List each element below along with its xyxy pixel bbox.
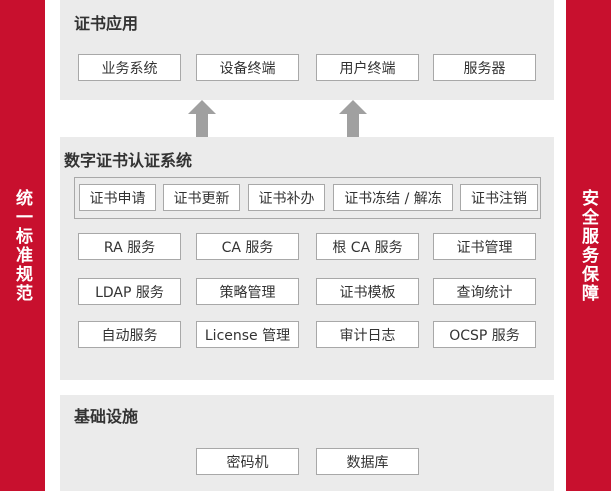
right-side-label: 安全服务保障: [578, 188, 598, 303]
service-root-ca: 根 CA 服务: [316, 233, 419, 260]
lifecycle-item-revoke: 证书注销: [460, 184, 538, 211]
app-item-server: 服务器: [433, 54, 536, 81]
infra-item-crypto-machine: 密码机: [196, 448, 299, 475]
service-audit-log: 审计日志: [316, 321, 419, 348]
app-item-business-system: 业务系统: [78, 54, 181, 81]
service-cert-template: 证书模板: [316, 278, 419, 305]
service-query-statistics: 查询统计: [433, 278, 536, 305]
arrow-up-icon-right: [339, 100, 367, 137]
infra-panel-title: 基础设施: [74, 407, 139, 426]
service-ca: CA 服务: [196, 233, 299, 260]
service-ldap: LDAP 服务: [78, 278, 181, 305]
service-license-management: License 管理: [196, 321, 299, 348]
lifecycle-group: 证书申请 证书更新 证书补办 证书冻结 / 解冻 证书注销: [74, 177, 541, 219]
left-side-label: 统一标准规范: [12, 188, 32, 303]
infra-item-database: 数据库: [316, 448, 419, 475]
core-panel-title: 数字证书认证系统: [64, 151, 193, 170]
infra-panel: 基础设施 密码机 数据库: [60, 395, 554, 491]
lifecycle-item-renew: 证书更新: [163, 184, 240, 211]
core-panel: 数字证书认证系统 证书申请 证书更新 证书补办 证书冻结 / 解冻 证书注销 R…: [60, 137, 554, 380]
service-ocsp: OCSP 服务: [433, 321, 536, 348]
right-side-bar: 安全服务保障: [566, 0, 611, 491]
lifecycle-item-apply: 证书申请: [79, 184, 156, 211]
service-auto: 自动服务: [78, 321, 181, 348]
app-item-user-terminal: 用户终端: [316, 54, 419, 81]
left-side-bar: 统一标准规范: [0, 0, 45, 491]
lifecycle-item-freeze-unfreeze: 证书冻结 / 解冻: [333, 184, 453, 211]
app-item-device-terminal: 设备终端: [196, 54, 299, 81]
app-panel-title: 证书应用: [74, 14, 139, 33]
arrow-up-icon-left: [188, 100, 216, 137]
service-policy-management: 策略管理: [196, 278, 299, 305]
lifecycle-item-reissue: 证书补办: [248, 184, 325, 211]
app-panel: 证书应用 业务系统 设备终端 用户终端 服务器: [60, 0, 554, 100]
service-cert-management: 证书管理: [433, 233, 536, 260]
service-ra: RA 服务: [78, 233, 181, 260]
